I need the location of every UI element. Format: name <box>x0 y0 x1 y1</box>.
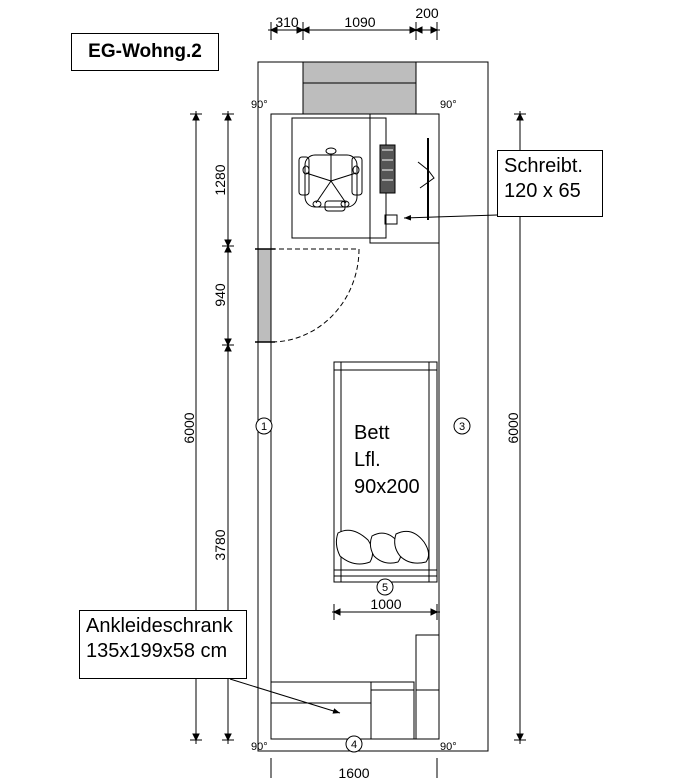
door <box>255 248 360 343</box>
dim-right-outer-text: 6000 <box>505 412 521 443</box>
angle-top-left: 90° <box>251 99 268 111</box>
dim-bed-text: 1000 <box>370 596 401 612</box>
wardrobe <box>270 634 440 740</box>
dim-bottom <box>270 758 438 778</box>
desk-callout: Schreibt. 120 x 65 <box>497 150 603 217</box>
dim-left-top-text: 1280 <box>212 164 228 195</box>
wall-marker-left: 1 <box>261 421 267 433</box>
plan-title: EG-Wohng.2 <box>71 33 219 71</box>
dim-left-bottom-text: 3780 <box>212 529 228 560</box>
angle-bottom-right: 90° <box>440 741 457 753</box>
bed-label: Bett Lfl. 90x200 <box>354 420 420 501</box>
wardrobe-callout: Ankleideschrank 135x199x58 cm <box>79 610 247 679</box>
dim-top-middle-text: 1090 <box>344 14 375 30</box>
angle-bottom-left: 90° <box>251 741 268 753</box>
wall-marker-circles <box>255 417 471 753</box>
desk-callout-line2: 120 x 65 <box>504 180 581 202</box>
pillows <box>335 529 430 565</box>
callout-lines <box>229 214 498 714</box>
bed-label-line3: 90x200 <box>354 476 420 498</box>
dim-bottom-text: 1600 <box>338 765 369 780</box>
angle-top-right: 90° <box>440 99 457 111</box>
wardrobe-callout-line1: Ankleideschrank <box>86 615 233 637</box>
chair <box>298 147 363 212</box>
dim-left-middle-text: 940 <box>212 283 228 307</box>
dim-top <box>268 22 440 40</box>
dim-bed <box>332 604 440 620</box>
wall-marker-bottom: 4 <box>351 739 357 751</box>
wall-marker-bed-foot: 5 <box>382 582 388 594</box>
desk-callout-line1: Schreibt. <box>504 155 583 177</box>
wardrobe-callout-line2: 135x199x58 cm <box>86 640 228 662</box>
dim-top-right-text: 200 <box>415 5 439 21</box>
dim-top-left-text: 310 <box>275 14 299 30</box>
dim-left-outer-text: 6000 <box>181 412 197 443</box>
desk <box>291 113 440 244</box>
window-top <box>302 61 417 115</box>
bed-label-line2: Lfl. <box>354 449 381 471</box>
wall-marker-right: 3 <box>459 421 465 433</box>
bed-label-line1: Bett <box>354 422 390 444</box>
